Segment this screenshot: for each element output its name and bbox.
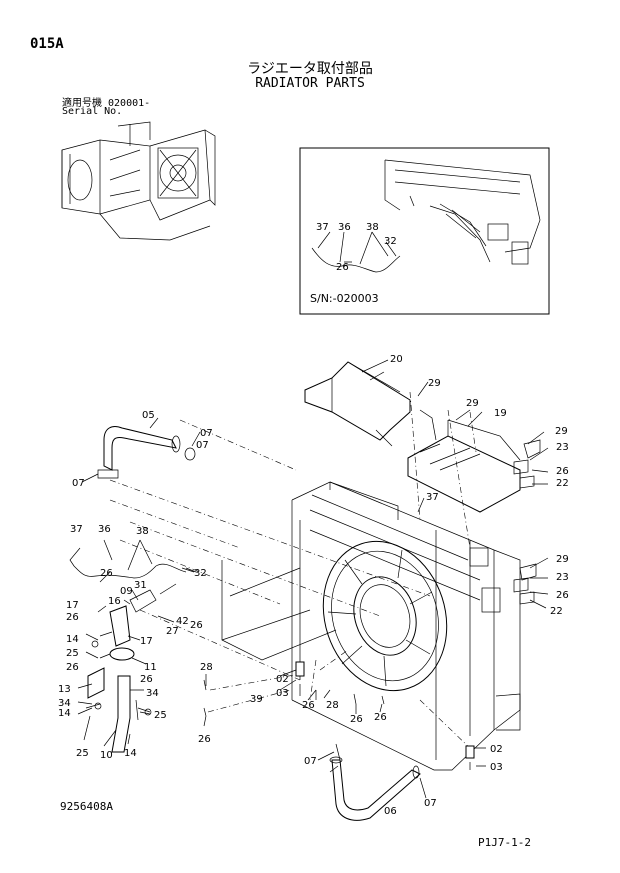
callout-05: 05 <box>142 410 155 421</box>
callout-10: 10 <box>100 750 113 761</box>
callout-26: 26 <box>140 674 153 685</box>
upper-hose-05 <box>97 426 196 479</box>
callout-34: 34 <box>58 698 71 709</box>
callout-34: 34 <box>146 688 159 699</box>
callout-26: 26 <box>556 590 569 601</box>
inset-detail-box <box>299 147 550 315</box>
callout-25: 25 <box>66 648 79 659</box>
callout-26: 26 <box>190 620 203 631</box>
serial-applicability-japanese: 適用号機 020001- <box>62 98 151 109</box>
callout-39: 39 <box>250 694 263 705</box>
callout-29: 29 <box>466 398 479 409</box>
callout-23: 23 <box>556 442 569 453</box>
main-exploded-assembly <box>109 361 521 771</box>
callout-07: 07 <box>304 756 317 767</box>
callout-07: 07 <box>72 478 85 489</box>
callout-25: 25 <box>154 710 167 721</box>
callout-14: 14 <box>58 708 71 719</box>
callout-26: 26 <box>302 700 315 711</box>
right-brackets <box>513 439 541 605</box>
callout-02: 02 <box>276 674 289 685</box>
callout-29: 29 <box>556 554 569 565</box>
callout-22: 22 <box>550 606 563 617</box>
inset-callout-38: 38 <box>366 222 379 233</box>
leader-lines <box>77 359 549 799</box>
callout-03: 03 <box>276 688 289 699</box>
callout-26: 26 <box>374 712 387 723</box>
callout-02: 02 <box>490 744 503 755</box>
machine-overview-sketch <box>61 121 216 241</box>
inset-callouts: 37 36 38 32 26 S/N:-020003 <box>310 222 397 305</box>
inset-callout-37: 37 <box>316 222 329 233</box>
lower-hose-06 <box>329 743 421 821</box>
callout-28: 28 <box>200 662 213 673</box>
callout-38: 38 <box>136 526 149 537</box>
thermostat-pipe-assembly <box>85 589 157 753</box>
callout-16: 16 <box>108 596 121 607</box>
drawing-number: 9256408A <box>60 800 113 813</box>
callout-09: 09 <box>120 586 133 597</box>
callout-17: 17 <box>66 600 79 611</box>
callout-32: 32 <box>194 568 207 579</box>
serial-applicability-english: Serial No. <box>62 106 123 117</box>
callout-11: 11 <box>144 662 157 673</box>
callout-23: 23 <box>556 572 569 583</box>
callout-37: 37 <box>70 524 83 535</box>
callout-29: 29 <box>555 426 568 437</box>
callout-37: 37 <box>426 492 439 503</box>
callout-28: 28 <box>326 700 339 711</box>
wire-harness <box>69 539 197 579</box>
mounting-hardware <box>203 661 475 770</box>
callout-36: 36 <box>98 524 111 535</box>
callout-25: 25 <box>76 748 89 759</box>
callout-29: 29 <box>428 378 441 389</box>
callout-06: 06 <box>384 806 397 817</box>
page-title-japanese: ラジエータ取付部品 <box>247 61 373 77</box>
part-callouts: 20 29 29 19 29 23 26 22 05 07 07 07 37 3… <box>58 354 569 817</box>
callout-19: 19 <box>494 408 507 419</box>
inset-callout-32: 32 <box>384 236 397 247</box>
callout-22: 22 <box>556 478 569 489</box>
callout-07: 07 <box>196 440 209 451</box>
callout-26: 26 <box>66 662 79 673</box>
callout-07: 07 <box>424 798 437 809</box>
callout-14: 14 <box>66 634 79 645</box>
inset-serial-range: S/N:-020003 <box>310 292 379 305</box>
callout-27: 27 <box>166 626 179 637</box>
callout-26: 26 <box>350 714 363 725</box>
callout-17: 17 <box>140 636 153 647</box>
callout-42: 42 <box>176 616 189 627</box>
callout-26: 26 <box>198 734 211 745</box>
page-code: 015A <box>30 36 64 52</box>
callout-03: 03 <box>490 762 503 773</box>
callout-13: 13 <box>58 684 71 695</box>
callout-31: 31 <box>134 580 147 591</box>
inset-callout-36: 36 <box>338 222 351 233</box>
callout-20: 20 <box>390 354 403 365</box>
callout-26: 26 <box>556 466 569 477</box>
page-title-english: RADIATOR PARTS <box>255 76 365 91</box>
callout-07: 07 <box>200 428 213 439</box>
callout-26: 26 <box>66 612 79 623</box>
callout-14: 14 <box>124 748 137 759</box>
page-reference: P1J7-1-2 <box>478 836 531 849</box>
callout-26: 26 <box>100 568 113 579</box>
inset-callout-26: 26 <box>336 262 349 273</box>
